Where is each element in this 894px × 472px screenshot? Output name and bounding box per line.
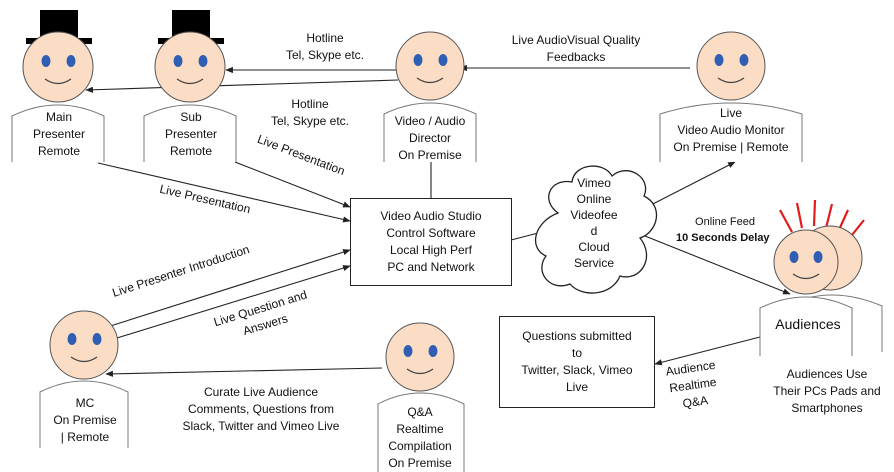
cloud-to-monitor-arrow xyxy=(644,161,736,209)
main-presentation-arrow xyxy=(97,162,351,223)
hotline-mid-arrow xyxy=(85,79,399,93)
main-presenter-figure xyxy=(11,10,105,162)
qa-figure xyxy=(377,322,465,472)
mc-question-arrow xyxy=(103,265,351,343)
qa-curate-arrow xyxy=(105,367,383,377)
cloud-to-audience-arrow xyxy=(639,233,791,295)
sub-presentation-arrow xyxy=(234,161,351,208)
excited-hair-icon xyxy=(779,199,865,241)
mc-intro-arrow xyxy=(103,249,351,329)
cloud-shape xyxy=(535,165,658,294)
sub-presenter-figure xyxy=(143,10,237,162)
audience-qa-arrow xyxy=(654,336,761,366)
audiences-label: Audiences xyxy=(775,316,841,332)
mc-figure xyxy=(39,310,129,448)
monitor-figure xyxy=(659,31,803,162)
online-feed-label: Online Feed xyxy=(695,216,755,228)
director-figure xyxy=(383,31,477,162)
audiences-figure xyxy=(759,199,883,356)
delay-label: 10 Seconds Delay xyxy=(676,232,770,244)
